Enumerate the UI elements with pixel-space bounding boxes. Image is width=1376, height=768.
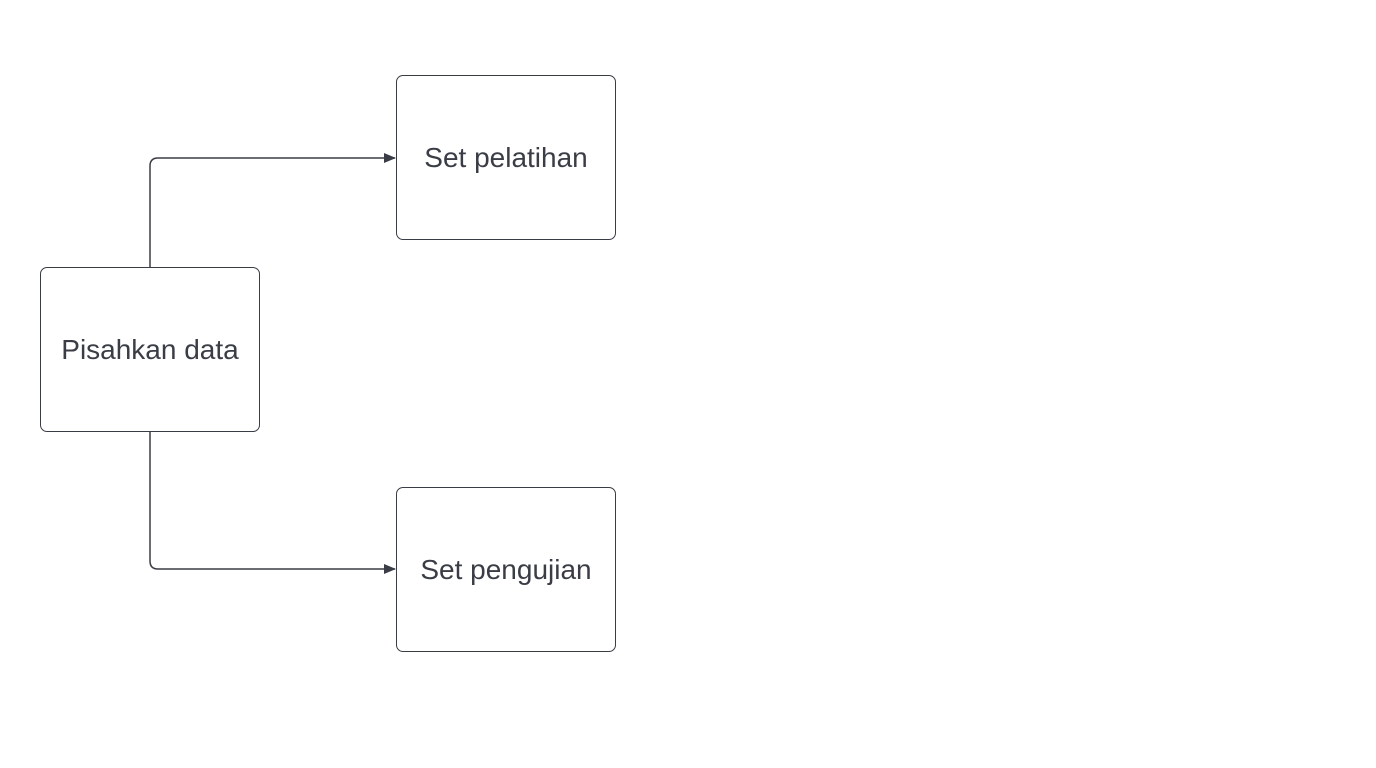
node-test-set[interactable]: Set pengujian (396, 487, 616, 652)
node-label: Set pelatihan (424, 141, 588, 173)
node-training-set[interactable]: Set pelatihan (396, 75, 616, 240)
node-label: Pisahkan data (61, 333, 239, 365)
edge-split-to-train (149, 153, 396, 268)
node-label: Set pengujian (420, 553, 592, 585)
node-split-data[interactable]: Pisahkan data (40, 267, 260, 432)
edge-split-to-test (149, 432, 396, 574)
